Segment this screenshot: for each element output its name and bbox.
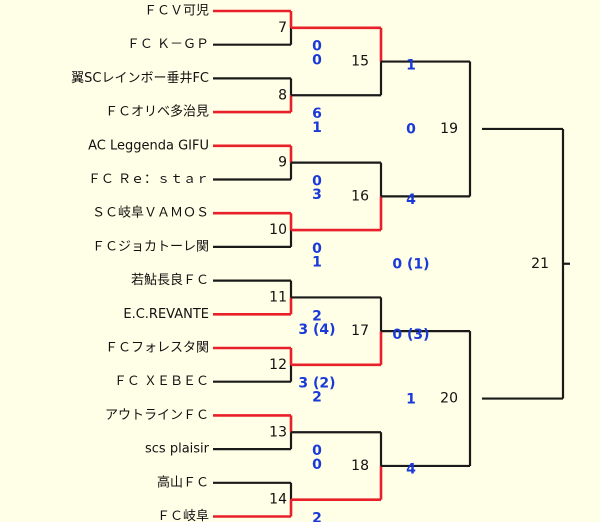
team-name: ＦＣＶ可児 xyxy=(144,4,209,19)
score: 1 xyxy=(406,57,416,73)
team-name: scs plaisir xyxy=(145,442,210,457)
team-name: ＦＣジョカトーレ関 xyxy=(92,239,209,254)
score: 0 xyxy=(312,457,322,473)
team-name: ＳＣ岐阜ＶＡＭＯＳ xyxy=(92,205,209,221)
team-name: アウトラインＦＣ xyxy=(105,408,209,423)
score: 2 xyxy=(312,308,322,324)
match-number: 16 xyxy=(351,188,369,204)
score: 3 xyxy=(312,187,322,203)
match-number: 11 xyxy=(269,289,287,305)
score: 0 xyxy=(312,52,322,68)
score: 0 (3) xyxy=(392,327,429,343)
team-name: ＦＣオリベ多治見 xyxy=(105,104,209,120)
score: 0 xyxy=(312,39,322,55)
team-name: ＦＣフォレスタ関 xyxy=(105,341,209,356)
team-name: 若鮎長良ＦＣ xyxy=(131,272,209,288)
score: 4 xyxy=(406,192,416,208)
team-name: ＦＣ ＸＥＢＥＣ xyxy=(114,374,209,389)
match-number: 9 xyxy=(278,155,287,171)
match-number: 17 xyxy=(351,323,369,339)
score: 3 (2) xyxy=(298,376,335,392)
score: 6 xyxy=(312,106,322,122)
match-number: 20 xyxy=(440,391,458,407)
match-number: 8 xyxy=(278,87,287,103)
score: 1 xyxy=(312,120,322,136)
bracket-lines xyxy=(213,9,570,518)
score: 2 xyxy=(312,511,322,522)
score: 2 xyxy=(406,0,416,3)
bracket-labels: ＦＣＶ可児 ＦＣ Ｋ－ＧＰ 翼SCレインボー垂井FC ＦＣオリベ多治見 AC Legge… xyxy=(71,0,549,522)
match-number: 12 xyxy=(269,357,287,373)
match-number: 10 xyxy=(269,222,287,238)
score: 0 xyxy=(406,122,416,138)
score: 0 xyxy=(312,241,322,257)
score: 0 xyxy=(312,174,322,190)
team-name: ＦＣ Ｋ－ＧＰ xyxy=(127,37,209,52)
match-number: 13 xyxy=(269,424,287,440)
match-number: 19 xyxy=(440,121,458,137)
score: 0 xyxy=(312,443,322,459)
match-number: 14 xyxy=(269,492,287,508)
team-name: ＦＣ Ｒｅ：ｓｔａｒ xyxy=(88,172,209,187)
match-number: 7 xyxy=(278,20,287,36)
match-number: 15 xyxy=(351,54,369,70)
team-name: ＦＣ岐阜 xyxy=(157,508,209,522)
score: 9 xyxy=(312,0,322,1)
score: 1 xyxy=(312,255,322,271)
match-number: 21 xyxy=(531,256,549,272)
match-number: 18 xyxy=(351,458,369,474)
score: 2 xyxy=(312,389,322,405)
score: 3 (4) xyxy=(298,322,335,338)
team-name: E.C.REVANTE xyxy=(123,307,209,322)
team-name: 翼SCレインボー垂井FC xyxy=(71,71,209,86)
score: 0 (1) xyxy=(392,256,429,272)
score: 4 xyxy=(406,462,416,478)
score: 1 xyxy=(406,391,416,407)
team-name: AC Leggenda GIFU xyxy=(88,138,209,153)
team-name: 高山ＦＣ xyxy=(157,474,209,490)
